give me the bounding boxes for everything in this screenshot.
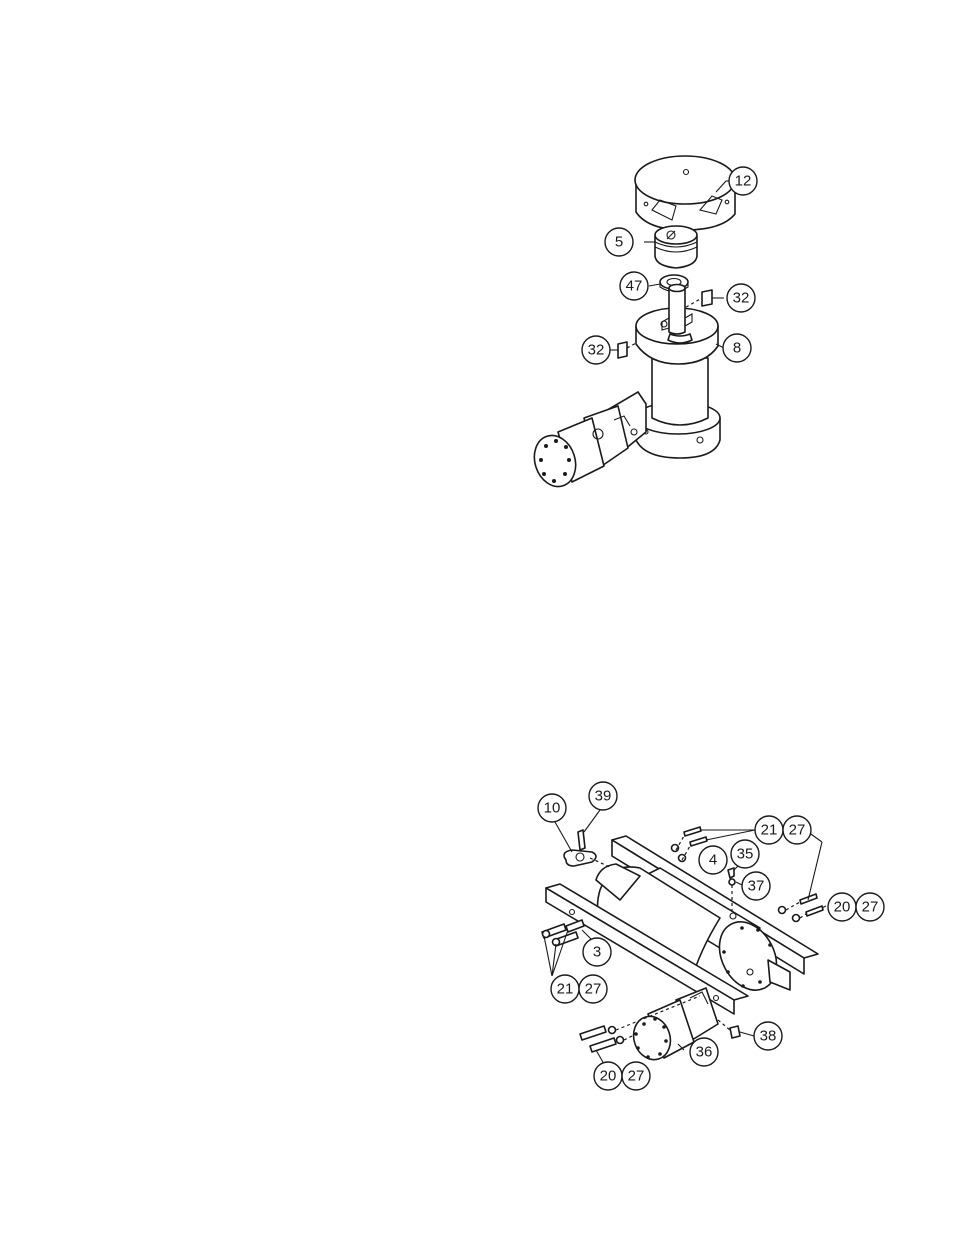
- part-clutch-handle: [563, 829, 613, 869]
- svg-text:20: 20: [600, 1068, 617, 1085]
- part-front-channel: [545, 883, 749, 1015]
- top-exploded-assembly: 12 5 47 32 32 8: [533, 155, 758, 488]
- svg-text:3: 3: [593, 944, 601, 961]
- callout-21-lower: 21: [550, 974, 580, 1004]
- part-grease-fitting: [727, 867, 736, 912]
- svg-text:37: 37: [748, 878, 765, 895]
- part-winch-drum: [595, 863, 791, 991]
- svg-text:38: 38: [760, 1028, 777, 1045]
- svg-text:5: 5: [615, 234, 623, 251]
- callout-27-lower: 27: [578, 974, 608, 1004]
- svg-text:36: 36: [696, 1044, 713, 1061]
- part-hydraulic-motor: [632, 987, 719, 1061]
- svg-text:32: 32: [733, 290, 750, 307]
- svg-text:4: 4: [709, 852, 717, 869]
- svg-text:39: 39: [595, 788, 612, 805]
- svg-text:27: 27: [628, 1068, 645, 1085]
- part-coupling: [654, 225, 698, 269]
- part-bolts-front-lower: [541, 919, 585, 947]
- svg-text:47: 47: [626, 278, 643, 295]
- callout-12: 12: [728, 166, 758, 196]
- svg-text:20: 20: [834, 899, 851, 916]
- svg-text:12: 12: [735, 173, 752, 190]
- svg-text:27: 27: [862, 899, 879, 916]
- part-cover: [634, 155, 736, 231]
- bottom-exploded-assembly: 10 39 21 27 4 35 37 20 27 3 21 27 20 27 …: [537, 781, 885, 1091]
- part-bolts-rear-right: [777, 893, 824, 923]
- callout-3: 3: [582, 937, 612, 967]
- svg-text:21: 21: [557, 981, 574, 998]
- part-bolts-motor: [579, 995, 701, 1053]
- callout-35: 35: [730, 839, 760, 869]
- part-motor: [533, 391, 647, 488]
- callout-10: 10: [537, 793, 567, 823]
- callout-27-right: 27: [855, 892, 885, 922]
- callout-8: 8: [722, 333, 752, 363]
- svg-text:21: 21: [761, 822, 778, 839]
- svg-text:8: 8: [733, 340, 741, 357]
- callout-20-right: 20: [827, 892, 857, 922]
- callout-37: 37: [741, 871, 771, 901]
- svg-text:27: 27: [789, 822, 806, 839]
- callout-20-bottom: 20: [593, 1061, 623, 1091]
- svg-text:27: 27: [585, 981, 602, 998]
- svg-text:32: 32: [588, 342, 605, 359]
- callout-32-right: 32: [726, 283, 756, 313]
- callout-27-upper: 27: [782, 815, 812, 845]
- part-plug: [717, 1019, 741, 1039]
- callout-47: 47: [619, 271, 649, 301]
- callout-27-bottom: 27: [621, 1061, 651, 1091]
- svg-text:10: 10: [544, 800, 561, 817]
- callout-36: 36: [689, 1037, 719, 1067]
- callout-32-left: 32: [581, 335, 611, 365]
- svg-text:35: 35: [737, 846, 754, 863]
- part-drum: [635, 283, 721, 459]
- callout-39: 39: [588, 781, 618, 811]
- part-bolts-rear-upper: [670, 826, 708, 863]
- callout-5: 5: [604, 227, 634, 257]
- callout-38: 38: [753, 1021, 783, 1051]
- callout-4: 4: [698, 845, 728, 875]
- callout-21-upper: 21: [754, 815, 784, 845]
